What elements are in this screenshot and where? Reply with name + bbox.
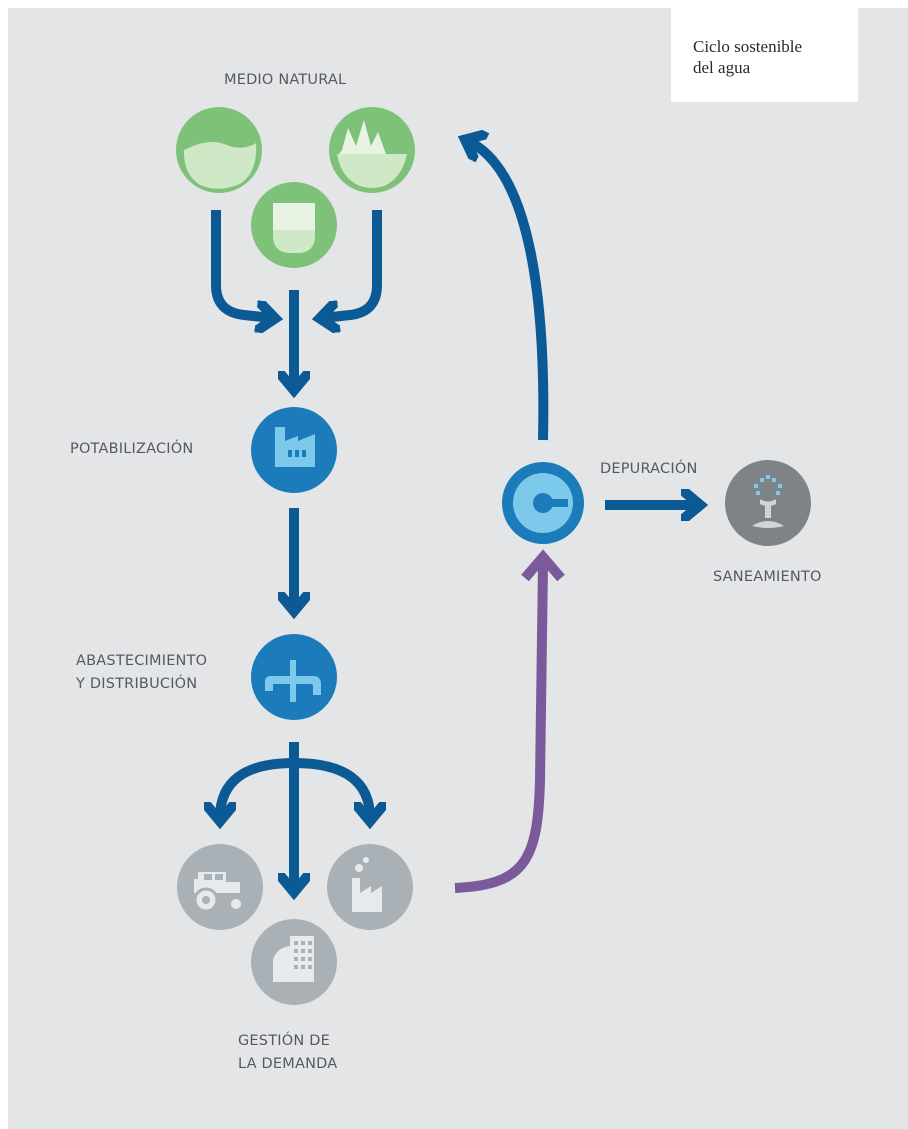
water-pipe-icon: [251, 634, 337, 720]
label-abastecimiento: ABASTECIMIENTO Y DISTRIBUCIÓN: [76, 653, 208, 692]
arrow-distribution-to-tractor: [220, 758, 295, 818]
diagram-background: [8, 8, 908, 1129]
arrow-mountain-to-treatment: [323, 210, 382, 318]
treatment-tank-icon: [502, 462, 584, 544]
label-medio-natural: MEDIO NATURAL: [224, 72, 347, 88]
title-box: Ciclo sostenible del agua: [671, 8, 858, 102]
fountain-icon: [725, 460, 811, 546]
tractor-icon: [177, 844, 263, 930]
label-depuracion: DEPURACIÓN: [600, 461, 698, 477]
building-icon: [251, 919, 337, 1005]
factory-icon: [327, 844, 413, 930]
arrow-demand-to-purification-head: [521, 549, 565, 582]
label-potabilizacion: POTABILIZACIÓN: [70, 441, 194, 457]
mountain-icon: [329, 107, 415, 193]
water-treatment-plant-icon: [251, 407, 337, 493]
water-glass-icon: [251, 182, 337, 268]
label-saneamiento: SANEAMIENTO: [713, 569, 822, 585]
lake-icon: [176, 107, 262, 193]
arrow-distribution-to-factory: [293, 758, 370, 818]
arrow-lake-to-treatment: [211, 210, 272, 318]
arrow-demand-to-purification: [454, 564, 548, 893]
title: Ciclo sostenible del agua: [693, 37, 803, 77]
arrow-purification-to-nature: [468, 141, 549, 441]
label-gestion-demanda: GESTIÓN DE LA DEMANDA: [238, 1033, 338, 1072]
